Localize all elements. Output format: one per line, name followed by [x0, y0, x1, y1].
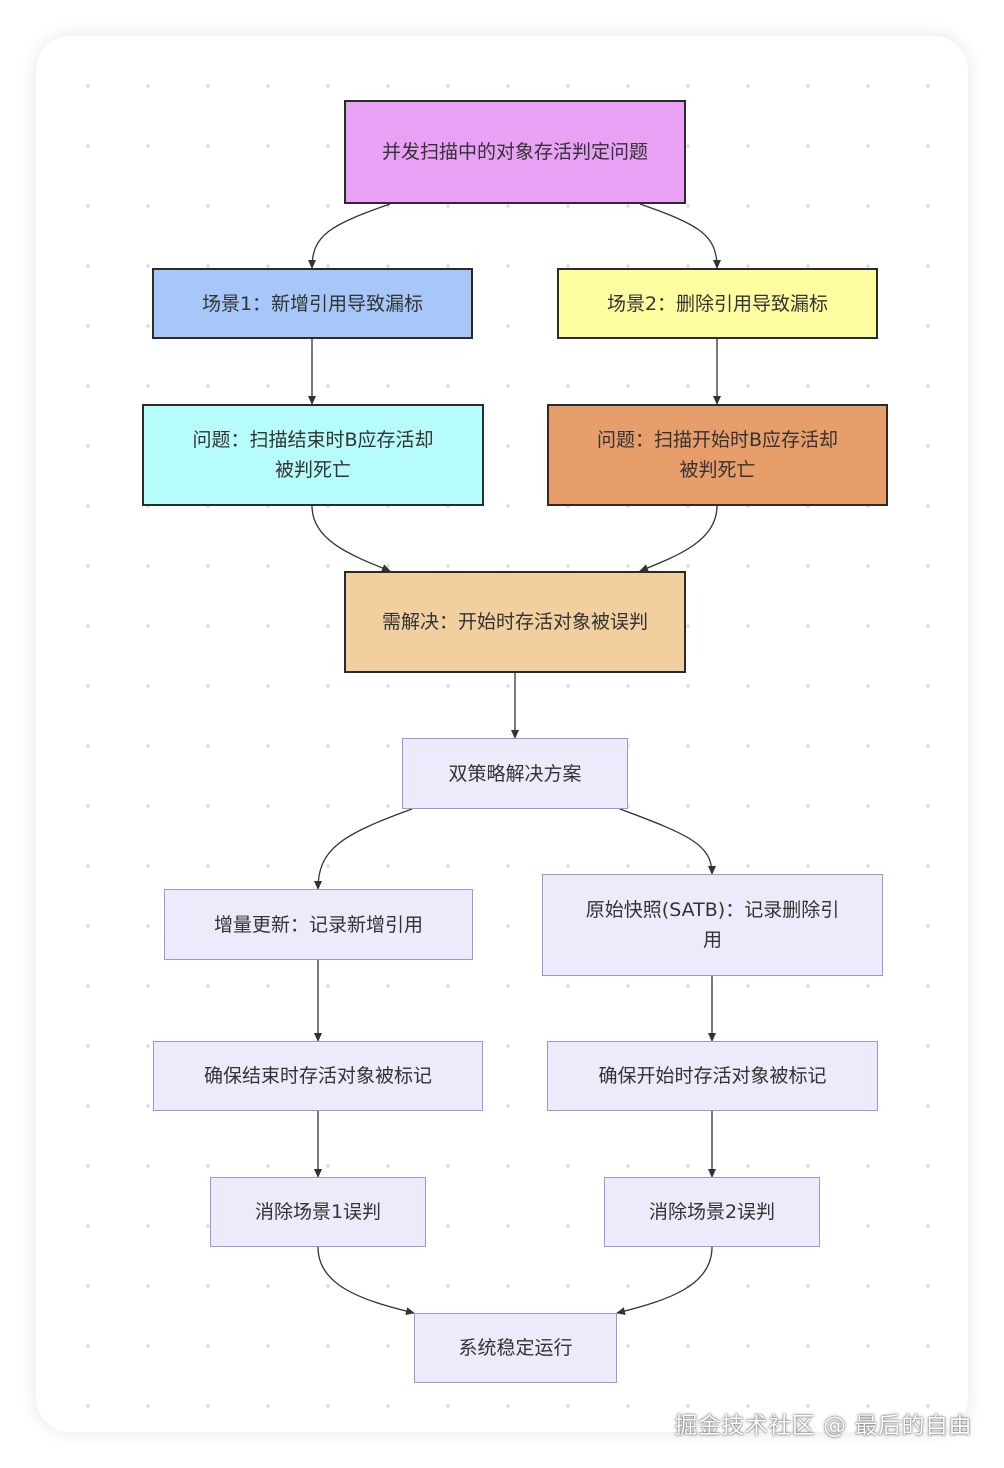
edge-problem1-need — [311, 505, 391, 572]
watermark: 掘金技术社区 @ 最后的自由 — [674, 1413, 972, 1439]
scene2-label: 场景2：删除引用导致漏标 — [606, 292, 829, 315]
fix1-node: 消除场景1误判 — [210, 1177, 426, 1247]
fix2-node: 消除场景2误判 — [604, 1177, 820, 1247]
edge-fix2-stable — [616, 1246, 713, 1315]
incremental-node: 增量更新：记录新增引用 — [164, 889, 473, 960]
ensure-end-node: 确保结束时存活对象被标记 — [153, 1041, 483, 1111]
edge-problem2-need — [639, 505, 718, 572]
scene1-label: 场景1：新增引用导致漏标 — [201, 292, 424, 315]
fix1-label: 消除场景1误判 — [254, 1201, 382, 1223]
need-label: 需解决：开始时存活对象被误判 — [381, 611, 648, 633]
incremental-label: 增量更新：记录新增引用 — [213, 913, 423, 936]
satb-node: 原始快照(SATB)：记录删除引用 — [542, 874, 883, 976]
scene2-node: 场景2：删除引用导致漏标 — [557, 268, 878, 339]
edge-root-scene1 — [308, 203, 391, 269]
problem2-label: 问题：扫描开始时B应存活却被判死亡 — [596, 429, 839, 481]
edge-root-scene2 — [639, 203, 721, 269]
satb-label: 原始快照(SATB)：记录删除引用 — [585, 899, 840, 951]
problem1-node: 问题：扫描结束时B应存活却被判死亡 — [142, 404, 484, 506]
stable-label: 系统稳定运行 — [458, 1337, 573, 1359]
strategy-node: 双策略解决方案 — [402, 738, 628, 809]
need-node: 需解决：开始时存活对象被误判 — [344, 571, 686, 673]
edge-fix1-stable — [317, 1246, 415, 1316]
root-node: 并发扫描中的对象存活判定问题 — [344, 100, 686, 204]
scene1-node: 场景1：新增引用导致漏标 — [152, 268, 473, 339]
problem1-label: 问题：扫描结束时B应存活却被判死亡 — [192, 429, 434, 481]
ensure-start-label: 确保开始时存活对象被标记 — [598, 1065, 827, 1087]
stable-node: 系统稳定运行 — [414, 1313, 617, 1383]
edge-strategy-incremental — [314, 808, 413, 890]
ensure-end-label: 确保结束时存活对象被标记 — [203, 1065, 432, 1087]
fix2-label: 消除场景2误判 — [648, 1201, 776, 1223]
root-label: 并发扫描中的对象存活判定问题 — [381, 141, 648, 163]
edge-strategy-satb — [619, 808, 716, 875]
strategy-label: 双策略解决方案 — [448, 762, 582, 785]
problem2-node: 问题：扫描开始时B应存活却被判死亡 — [547, 404, 888, 506]
ensure-start-node: 确保开始时存活对象被标记 — [547, 1041, 878, 1111]
